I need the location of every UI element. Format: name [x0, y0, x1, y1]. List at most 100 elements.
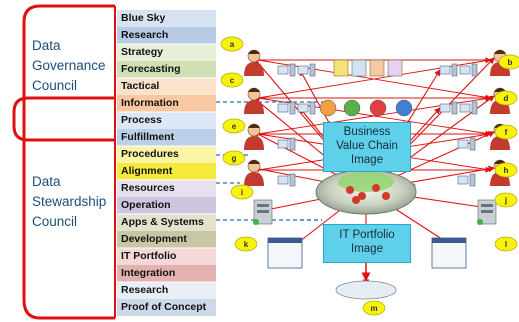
callout-letter: k	[244, 240, 249, 249]
layer-band	[117, 78, 216, 95]
computer-icon	[277, 137, 296, 151]
callout-bubble: f	[494, 124, 518, 140]
person-icon	[244, 159, 264, 186]
person-hair-icon	[248, 50, 260, 54]
callout-letter: j	[504, 196, 507, 205]
callout-shape	[494, 236, 518, 252]
callout-bubble: b	[498, 54, 519, 70]
callout-letter: f	[505, 128, 508, 137]
person-icon	[244, 123, 264, 150]
callout-shape	[222, 150, 246, 166]
callout-shape	[494, 90, 518, 106]
monitor-icon	[439, 65, 451, 75]
computer-icon	[277, 173, 296, 187]
server-light-icon	[477, 219, 483, 225]
layer-label: Alignment	[121, 165, 173, 177]
tower-icon	[309, 101, 316, 115]
monitor-icon	[459, 103, 471, 113]
layer-bands	[117, 10, 216, 316]
callout-letter: i	[241, 188, 243, 197]
callout-bubble: g	[222, 150, 246, 166]
computer-icon	[459, 63, 478, 77]
chart-icon	[319, 99, 337, 117]
layer-label: Research	[121, 284, 169, 296]
document-icon	[351, 59, 367, 77]
callout-bubble: k	[234, 236, 258, 252]
document-icon	[369, 59, 385, 77]
layer-label: Proof of Concept	[121, 301, 207, 313]
it-box-line-1: IT Portfolio	[339, 229, 395, 241]
business-box-line-3: Image	[351, 154, 383, 166]
stewardship-line-2: Stewardship	[32, 194, 107, 209]
layer-band	[117, 163, 216, 180]
callout-letter: m	[370, 304, 377, 313]
monitor-icon	[457, 175, 469, 185]
layer-label: Development	[121, 233, 187, 245]
callout-letter: l	[505, 240, 507, 249]
callout-shape	[220, 72, 244, 88]
callout-letter: b	[508, 58, 513, 67]
person-hair-icon	[494, 50, 506, 54]
monitor-icon	[277, 139, 289, 149]
stewardship-line-1: Data	[32, 174, 61, 189]
layer-label: Fulfillment	[121, 131, 175, 143]
callout-bubble: c	[220, 72, 244, 88]
computer-icon	[439, 101, 458, 115]
figures-group	[244, 49, 510, 300]
computer-icon	[457, 173, 476, 187]
stewardship-council-label: Data Stewardship Council	[32, 172, 106, 232]
callout-letter: d	[504, 94, 509, 103]
layer-band	[117, 248, 216, 265]
computer-icon	[277, 101, 296, 115]
layer-label: Strategy	[121, 46, 164, 58]
screen-titlebar-icon	[268, 238, 302, 243]
connector-line	[257, 96, 491, 135]
chart-icon	[343, 99, 361, 117]
layer-band	[117, 44, 216, 61]
callout-bubble: j	[494, 192, 518, 208]
monitor-icon	[277, 175, 289, 185]
it-box-line-2: Image	[351, 243, 383, 255]
callout-shape	[234, 236, 258, 252]
callout-shape	[230, 184, 254, 200]
monitor-icon	[277, 65, 289, 75]
callout-bubble: h	[494, 162, 518, 178]
computer-icon	[277, 63, 296, 77]
layer-band	[117, 27, 216, 44]
person-icon	[244, 49, 264, 76]
tower-icon	[289, 137, 296, 151]
monitor-icon	[297, 103, 309, 113]
tower-icon	[469, 173, 476, 187]
server-slot-icon	[481, 204, 493, 207]
tower-icon	[471, 101, 478, 115]
person-body-icon	[244, 136, 264, 150]
governance-council-label: Data Governance Council	[32, 36, 106, 96]
layer-label: Process	[121, 114, 162, 126]
layer-band	[117, 282, 216, 299]
callout-bubble: d	[494, 90, 518, 106]
layer-label: Resources	[121, 182, 175, 194]
callout-bubble: l	[494, 236, 518, 252]
callout-shape	[220, 36, 244, 52]
layer-band	[117, 231, 216, 248]
layer-label: Integration	[121, 267, 176, 279]
chart-icon	[395, 99, 413, 117]
callout-shape	[494, 162, 518, 178]
computer-icon	[439, 63, 458, 77]
callout-shape	[494, 192, 518, 208]
layer-band	[117, 129, 216, 146]
layer-label: Apps & Systems	[121, 216, 204, 228]
outer-bracket	[22, 4, 115, 320]
layer-band	[117, 61, 216, 78]
hub-node	[358, 192, 366, 200]
server-slot-icon	[257, 210, 269, 213]
callout-bubble: i	[230, 184, 254, 200]
governance-line-1: Data	[32, 38, 61, 53]
layer-label: Information	[121, 97, 179, 109]
layer-band	[117, 146, 216, 163]
callout-letter: e	[232, 122, 237, 131]
document-icon	[387, 59, 403, 77]
